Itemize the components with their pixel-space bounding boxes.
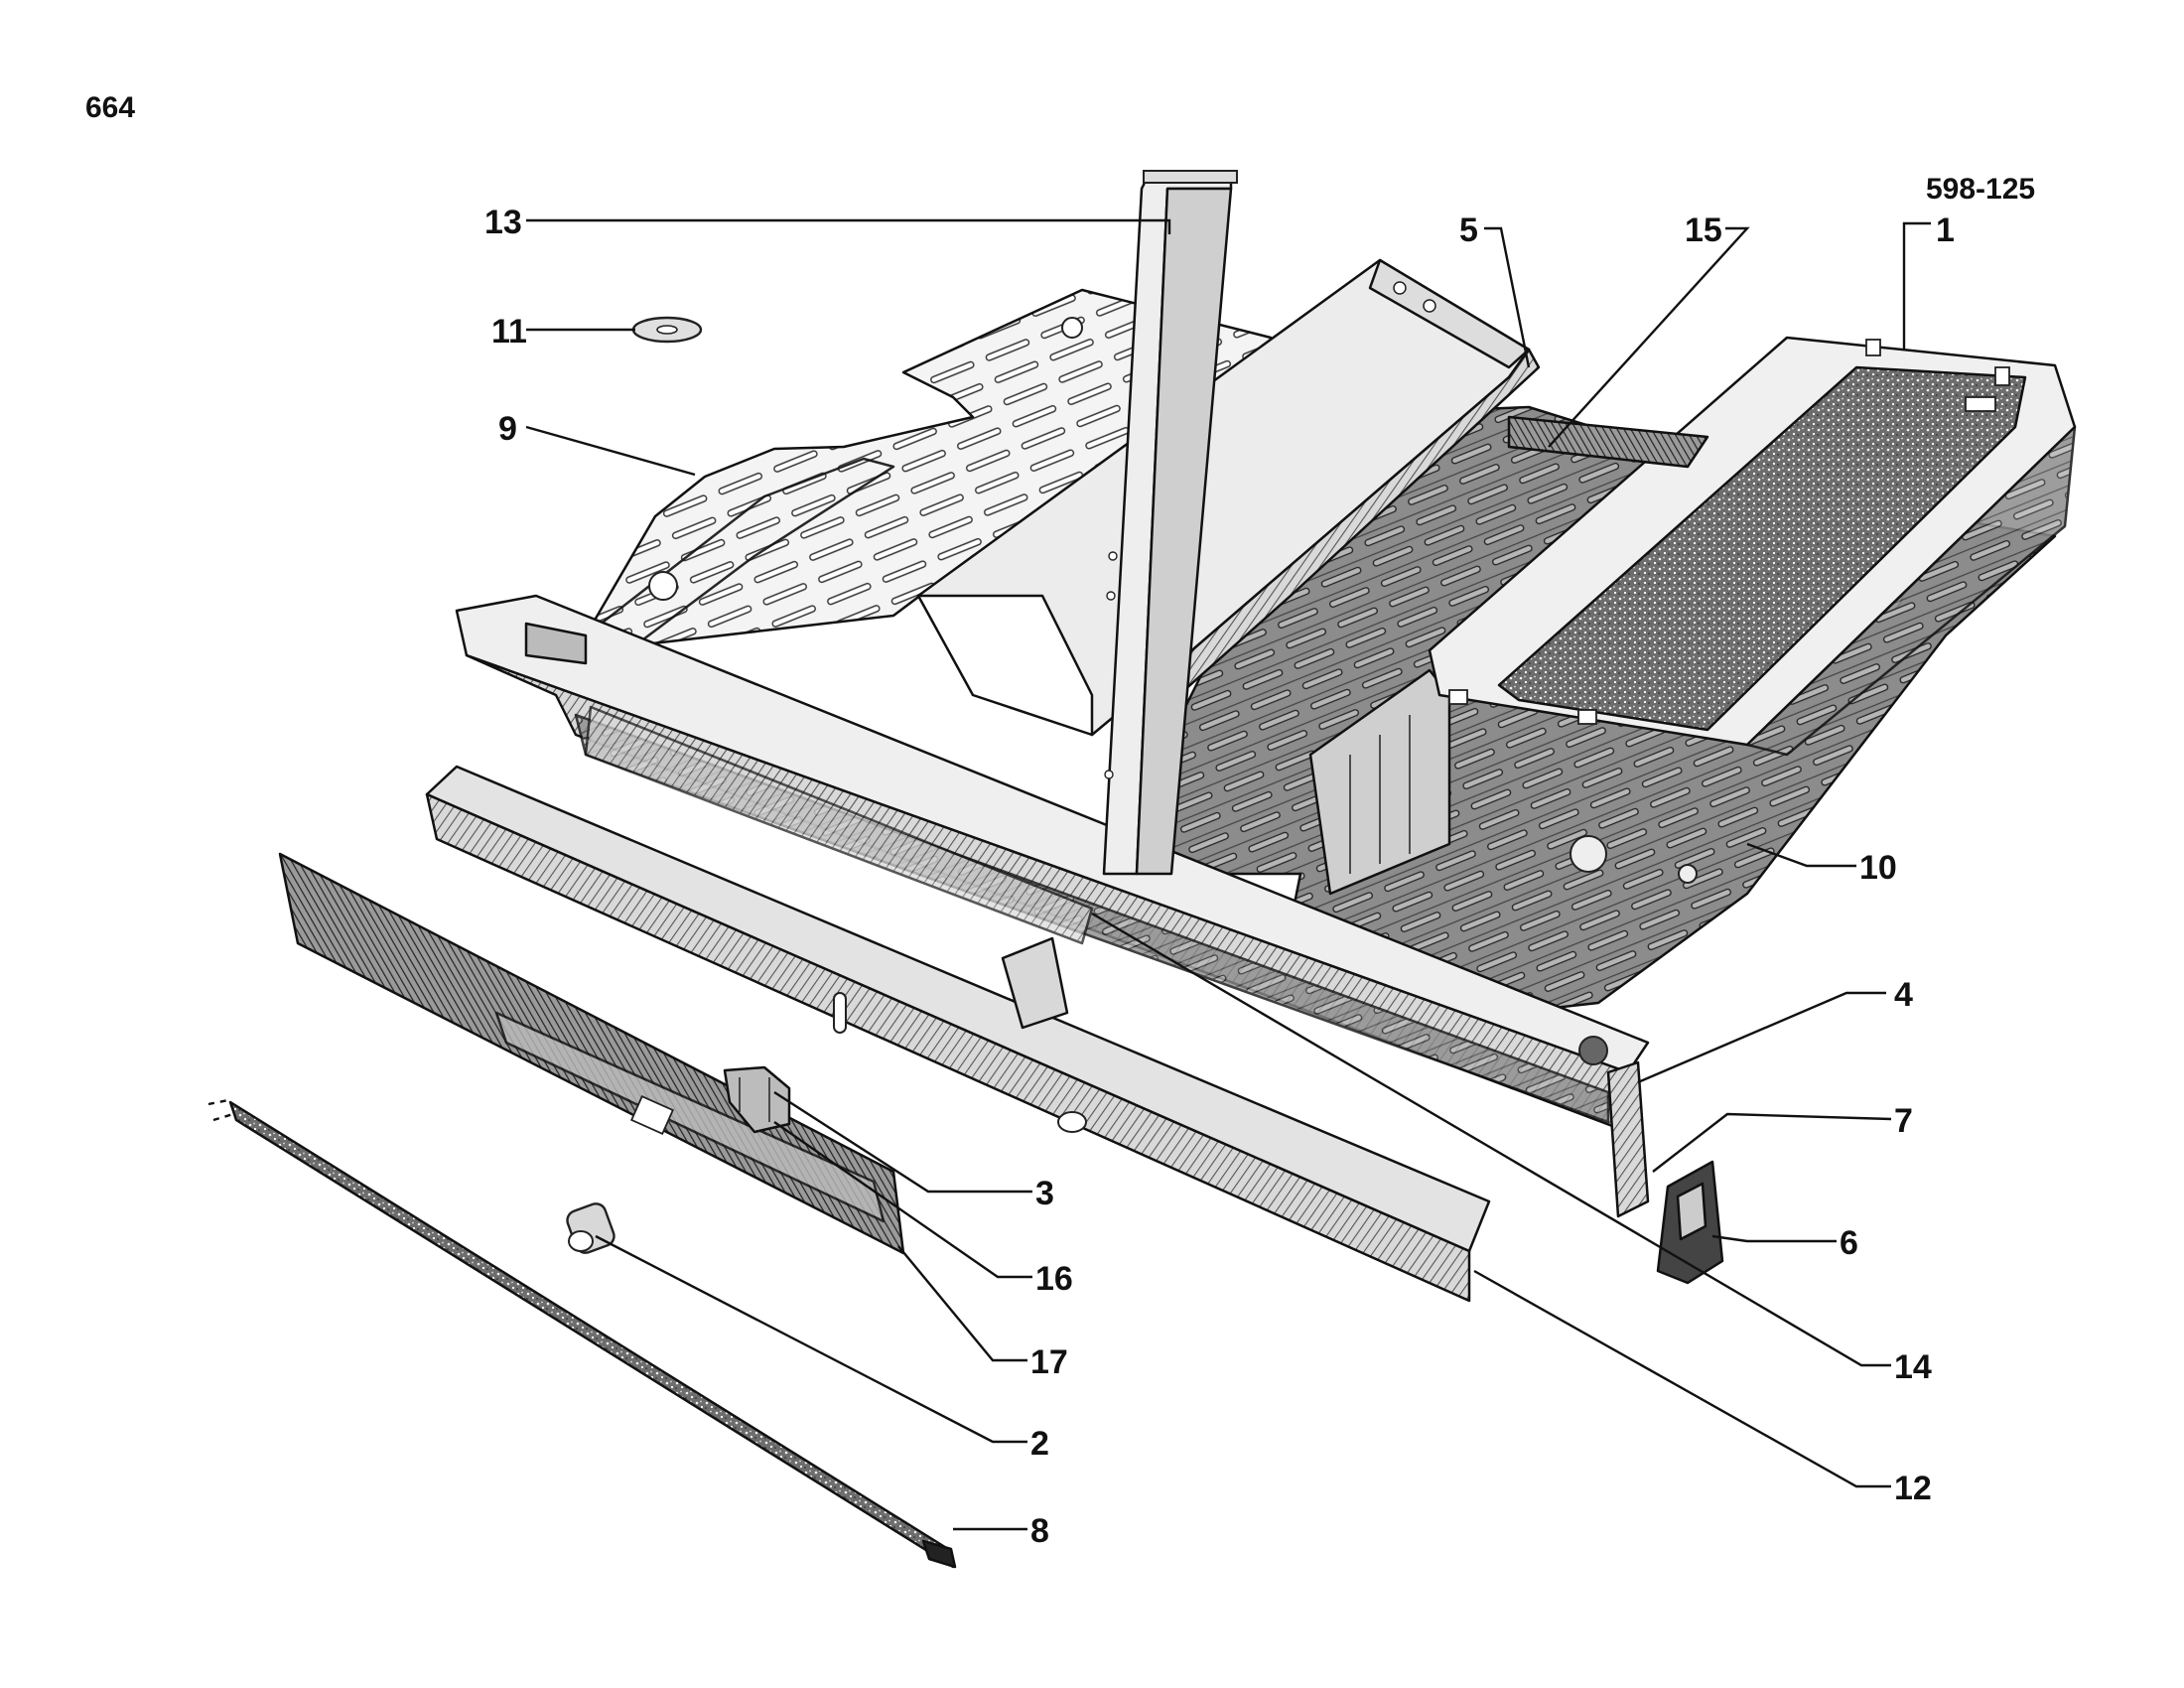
callout-17: 17 — [1030, 1343, 1068, 1381]
small-bracket — [723, 1065, 791, 1134]
rear-crossmember — [1507, 415, 1709, 469]
b-pillar — [1102, 170, 1238, 876]
callout-16: 16 — [1035, 1260, 1073, 1298]
callout-9: 9 — [498, 410, 517, 448]
weather-strip — [207, 1098, 957, 1569]
lower-closing-panel — [584, 705, 1094, 945]
outer-sill-beam — [425, 765, 1491, 1303]
callout-6: 6 — [1840, 1224, 1858, 1262]
callout-14: 14 — [1894, 1348, 1932, 1386]
callout-13: 13 — [484, 204, 522, 241]
callout-labels: 13 11 9 5 15 1 10 4 7 3 6 16 17 14 2 12 … — [484, 204, 1955, 1550]
end-cap — [1656, 1160, 1724, 1285]
callout-10: 10 — [1859, 849, 1897, 887]
rubber-plug — [566, 1202, 615, 1254]
callout-11: 11 — [491, 313, 527, 351]
callout-8: 8 — [1030, 1512, 1049, 1550]
sill-end-plate — [1606, 1060, 1650, 1218]
callout-4: 4 — [1894, 976, 1913, 1014]
callout-7: 7 — [1894, 1102, 1913, 1140]
center-tunnel — [916, 258, 1541, 757]
callout-15: 15 — [1685, 211, 1722, 249]
star-clip — [631, 316, 703, 344]
callout-12: 12 — [1894, 1470, 1932, 1507]
callout-2: 2 — [1030, 1425, 1049, 1463]
page-number: 664 — [85, 91, 135, 124]
rear-platform-frame — [1428, 336, 2077, 757]
leader-lines — [525, 218, 1931, 1531]
rear-floor-raised-step — [1308, 668, 1451, 896]
callout-3: 3 — [1035, 1175, 1054, 1212]
callout-5: 5 — [1459, 211, 1478, 249]
callout-1: 1 — [1936, 211, 1955, 249]
figure-reference: 598-125 — [1926, 173, 2035, 206]
